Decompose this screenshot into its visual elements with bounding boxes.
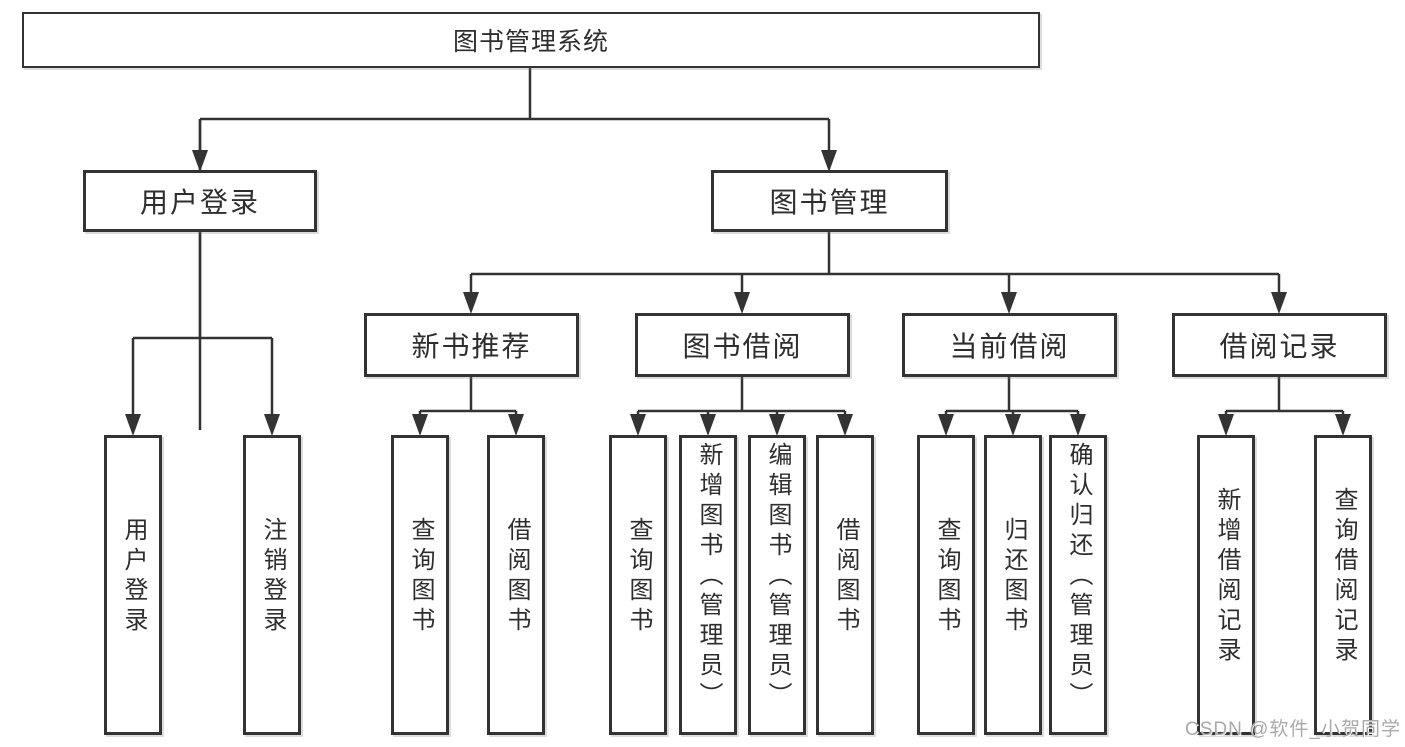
- wire-bookborrow-children: [636, 377, 847, 430]
- leaf-add-book-admin: 新增图书（管理员）: [679, 435, 737, 735]
- wire-user-login-children: [131, 232, 274, 430]
- leaf-borrow-books-label: 借阅图书: [832, 517, 859, 637]
- leaf-edit-book-admin: 编辑图书（管理员）: [748, 435, 806, 735]
- leaf-query-borrow-record: 查询借阅记录: [1314, 435, 1372, 735]
- wire-book-mgmt-children: [469, 232, 1281, 308]
- leaf-query-borrow-record-label: 查询借阅记录: [1330, 487, 1357, 667]
- leaf-return-book-label: 归还图书: [1000, 517, 1027, 637]
- leaf-user-login-label: 用户登录: [120, 517, 147, 637]
- node-book-borrow: 图书借阅: [635, 313, 850, 377]
- leaf-borrow-books-recommend: 借阅图书: [487, 435, 545, 735]
- leaf-return-book: 归还图书: [984, 435, 1042, 735]
- node-new-book-recommend: 新书推荐: [364, 313, 579, 377]
- node-book-management: 图书管理: [711, 170, 948, 232]
- leaf-borrow-books-recommend-label: 借阅图书: [503, 517, 530, 637]
- node-current-borrow: 当前借阅: [902, 313, 1117, 377]
- leaf-query-books-current: 查询图书: [917, 435, 975, 735]
- leaf-add-borrow-record-label: 新增借阅记录: [1213, 487, 1240, 667]
- leaf-borrow-books: 借阅图书: [816, 435, 874, 735]
- wire-newbook-children: [418, 377, 518, 430]
- node-user-login: 用户登录: [83, 170, 317, 232]
- leaf-confirm-return-admin: 确认归还（管理员）: [1049, 435, 1107, 735]
- leaf-edit-book-admin-label: 编辑图书（管理员）: [764, 442, 791, 712]
- leaf-query-books-borrow-label: 查询图书: [625, 517, 652, 637]
- leaf-query-books-current-label: 查询图书: [933, 517, 960, 637]
- csdn-watermark: CSDN @软件_小贺同学: [1185, 719, 1401, 740]
- leaf-query-books-borrow: 查询图书: [609, 435, 667, 735]
- node-borrow-records: 借阅记录: [1172, 313, 1387, 377]
- leaf-query-books-recommend-label: 查询图书: [407, 517, 434, 637]
- leaf-logout-label: 注销登录: [259, 517, 286, 637]
- leaf-user-login: 用户登录: [104, 435, 162, 735]
- leaf-logout: 注销登录: [243, 435, 301, 735]
- wire-currentborrow-children: [944, 377, 1080, 430]
- wire-records-children: [1224, 377, 1345, 430]
- leaf-add-borrow-record: 新增借阅记录: [1197, 435, 1255, 735]
- node-root: 图书管理系统: [22, 12, 1040, 68]
- leaf-query-books-recommend: 查询图书: [391, 435, 449, 735]
- leaf-confirm-return-admin-label: 确认归还（管理员）: [1065, 442, 1092, 712]
- leaf-add-book-admin-label: 新增图书（管理员）: [695, 442, 722, 712]
